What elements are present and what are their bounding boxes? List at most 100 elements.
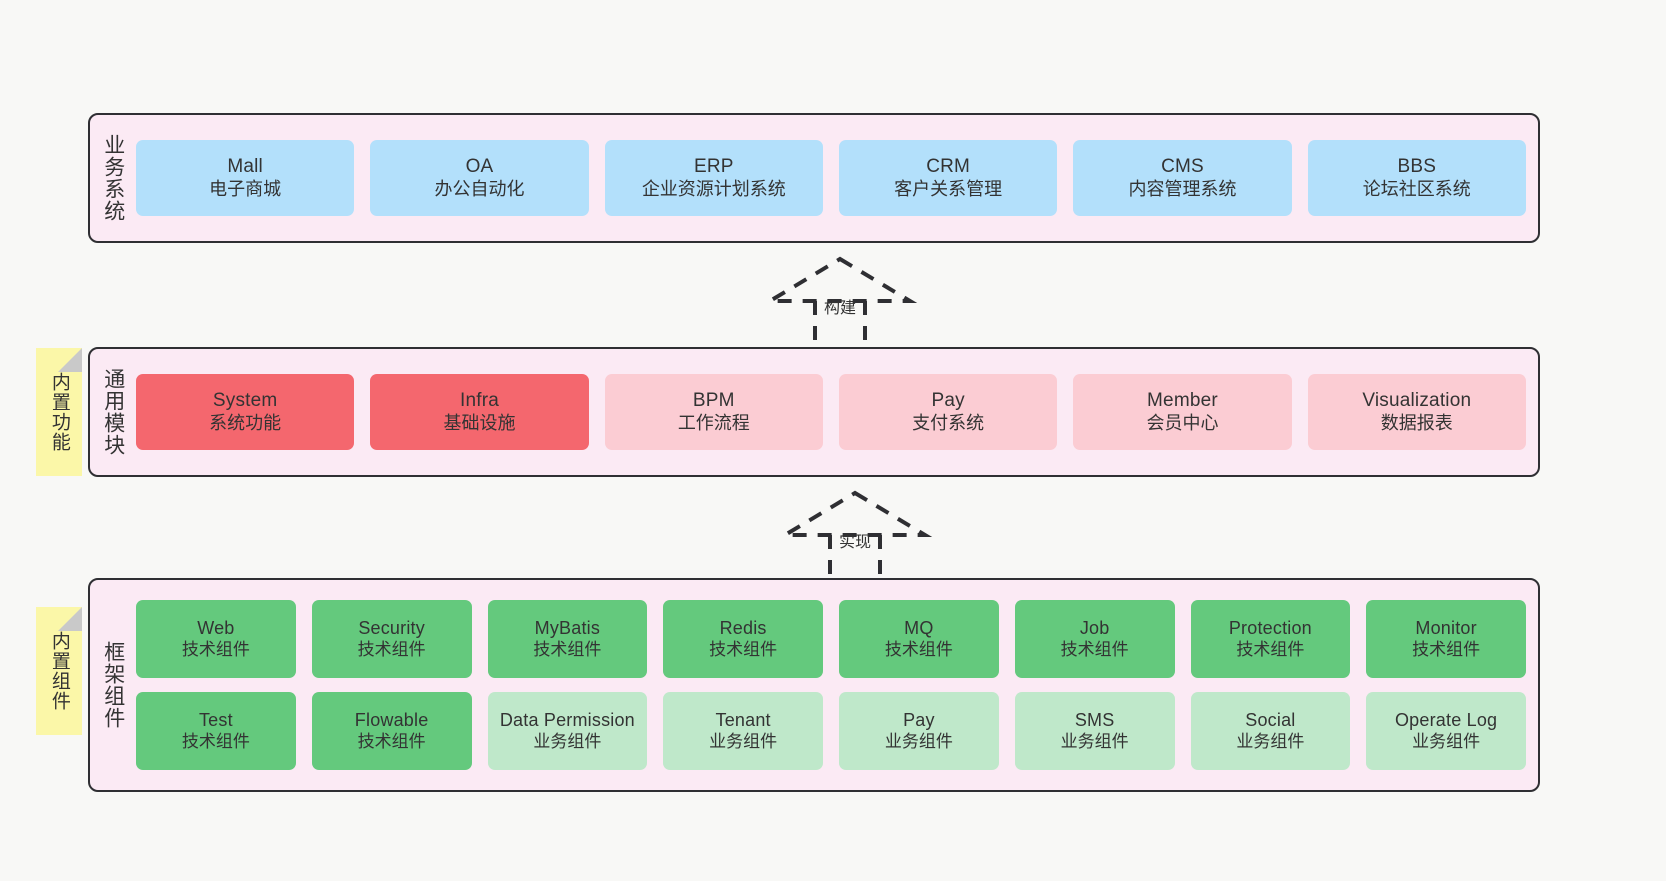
layer-framework-caption: 框架组件 (101, 641, 125, 729)
card-title-cn: 业务组件 (533, 731, 602, 751)
card-title-en: Test (198, 709, 233, 730)
arrow-realize-label: 实现 (838, 534, 872, 551)
card-title-cn: 电子商城 (209, 178, 282, 199)
card-title-en: Infra (459, 390, 499, 412)
card-title-en: Pay (931, 390, 965, 412)
card-title-en: CMS (1161, 156, 1204, 178)
card-title-cn: 支付系统 (912, 412, 985, 433)
card-title-cn: 技术组件 (533, 639, 602, 659)
card-title-cn: 内容管理系统 (1128, 178, 1237, 199)
arrow-build: 构建 (755, 253, 925, 353)
card-title-cn: 系统功能 (209, 412, 282, 433)
card-title-cn: 会员中心 (1146, 412, 1219, 433)
arrow-realize: 实现 (770, 487, 940, 587)
layer-business-caption: 业务系统 (101, 134, 125, 222)
card-title-cn: 技术组件 (357, 731, 426, 751)
card-title-cn: 业务组件 (709, 731, 778, 751)
card-title-cn: 业务组件 (1060, 731, 1129, 751)
card-title-en: Monitor (1415, 617, 1477, 638)
card-title-en: Operate Log (1394, 709, 1498, 730)
card-title-en: MQ (904, 617, 934, 638)
card-title-cn: 工作流程 (677, 412, 750, 433)
sticky-tag-builtin-components: 内置组件 (36, 607, 82, 735)
card-title-en: Data Permission (499, 709, 635, 730)
card-title-cn: 基础设施 (443, 412, 516, 433)
card-title-en: Tenant (715, 709, 771, 730)
card-title-cn: 业务组件 (1236, 731, 1305, 751)
card-title-cn: 技术组件 (181, 731, 250, 751)
layer-modules-caption: 通用模块 (101, 368, 125, 456)
card-title-cn: 论坛社区系统 (1362, 178, 1471, 199)
card-title-cn: 业务组件 (884, 731, 953, 751)
card-title-en: BBS (1397, 156, 1437, 178)
card-title-en: MyBatis (534, 617, 601, 638)
card-title-cn: 企业资源计划系统 (641, 178, 786, 199)
card-title-cn: 技术组件 (1236, 639, 1305, 659)
card-title-en: Pay (903, 709, 935, 730)
card-title-cn: 技术组件 (884, 639, 953, 659)
card-title-cn: 技术组件 (709, 639, 778, 659)
card-title-en: Job (1079, 617, 1110, 638)
card-title-en: Social (1245, 709, 1296, 730)
card-title-cn: 技术组件 (1412, 639, 1481, 659)
card-title-en: Protection (1228, 617, 1312, 638)
card-title-cn: 办公自动化 (434, 178, 525, 199)
card-title-en: Visualization (1362, 390, 1472, 412)
card-title-cn: 数据报表 (1380, 412, 1453, 433)
card-title-cn: 技术组件 (181, 639, 250, 659)
sticky-tag-builtin-features: 内置功能 (36, 348, 82, 476)
arrow-build-label: 构建 (823, 300, 857, 317)
card-title-en: SMS (1074, 709, 1115, 730)
card-title-cn: 业务组件 (1412, 731, 1481, 751)
card-title-en: Redis (719, 617, 767, 638)
card-title-en: Web (197, 617, 235, 638)
card-title-en: CRM (926, 156, 971, 178)
card-title-en: Flowable (354, 709, 429, 730)
card-title-en: System (212, 390, 278, 412)
card-title-en: OA (465, 156, 494, 178)
card-title-en: ERP (693, 156, 734, 178)
card-title-cn: 客户关系管理 (894, 178, 1003, 199)
card-title-cn: 技术组件 (1060, 639, 1129, 659)
card-title-en: Security (358, 617, 425, 638)
